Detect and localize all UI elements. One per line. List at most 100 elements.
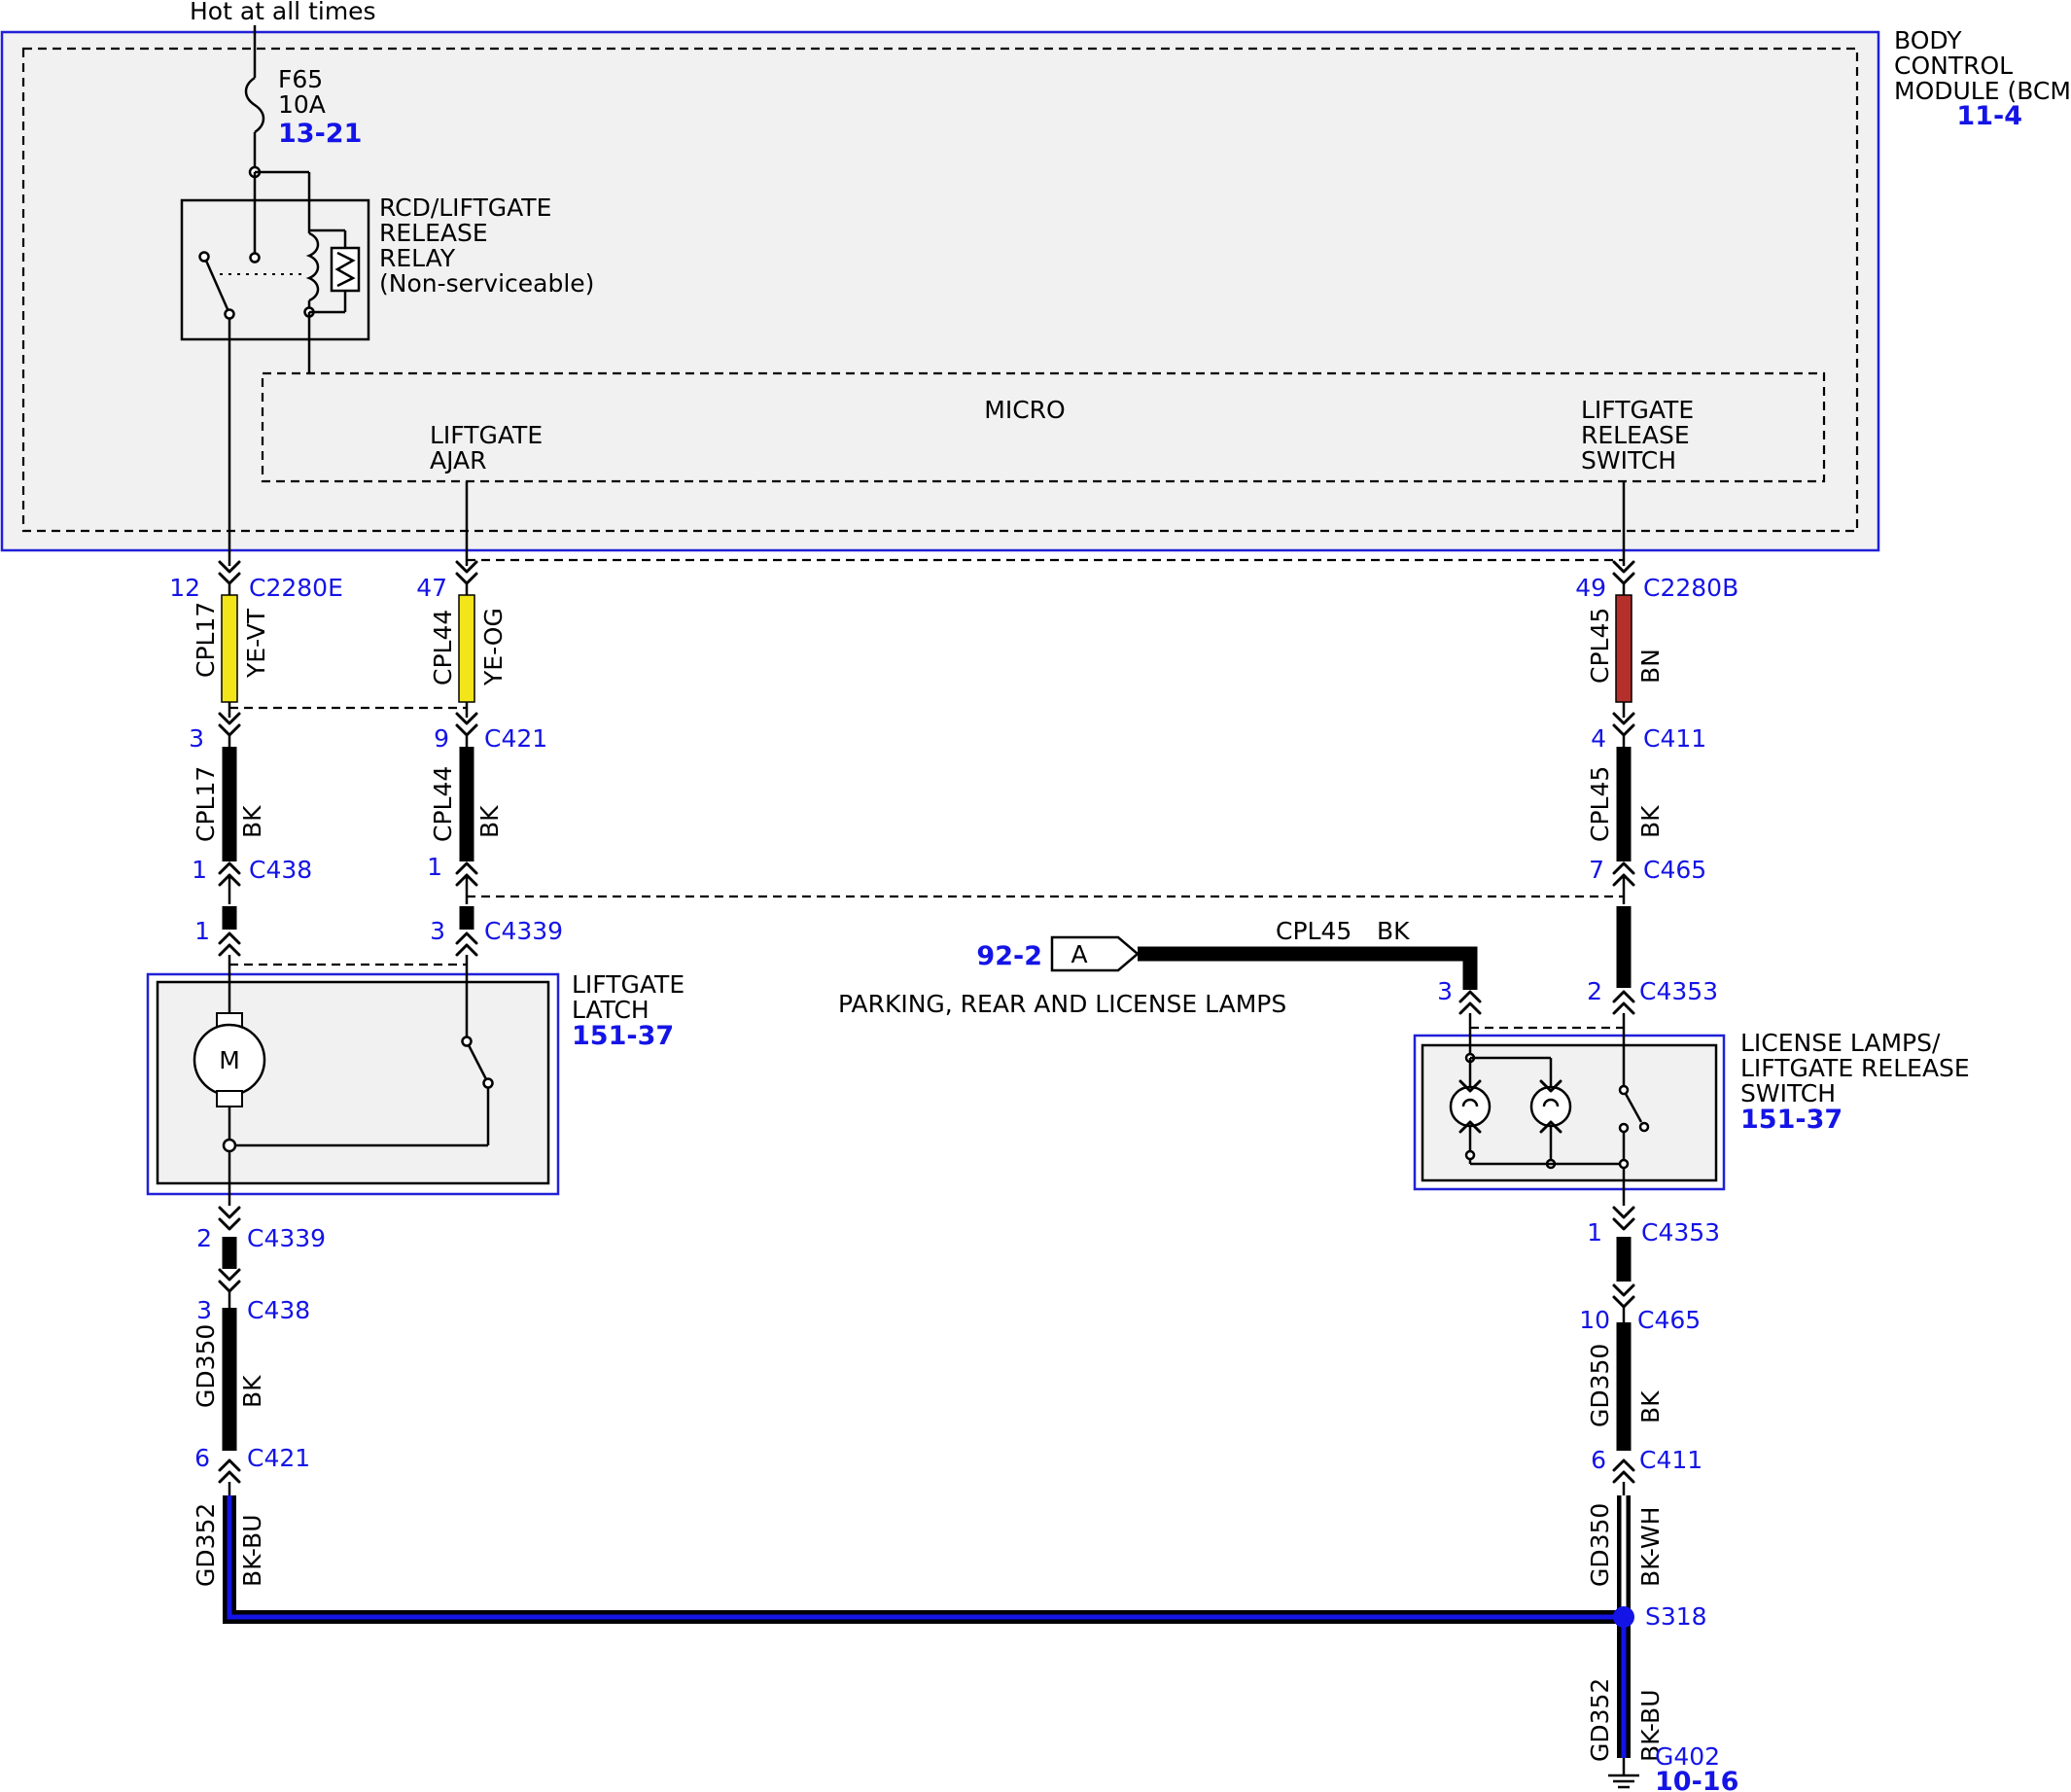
svg-text:LIFTGATE: LIFTGATE	[572, 970, 684, 999]
svg-text:MODULE (BCM): MODULE (BCM)	[1894, 77, 2071, 105]
svg-text:C2280B: C2280B	[1643, 574, 1738, 602]
connector-lamps-pin3[interactable]: 3	[1437, 977, 1482, 1015]
offpage-connector-a[interactable]: A	[1050, 935, 1140, 972]
svg-text:C411: C411	[1643, 724, 1706, 753]
svg-text:4: 4	[1591, 724, 1606, 753]
connector-c411-pin6[interactable]: 6 C411	[1591, 1446, 1702, 1484]
svg-text:13-21: 13-21	[278, 119, 362, 149]
svg-text:YE-OG: YE-OG	[479, 608, 508, 686]
svg-text:C4339: C4339	[484, 917, 563, 945]
svg-text:LIFTGATE RELEASE: LIFTGATE RELEASE	[1740, 1054, 1970, 1082]
splice-s318-label: S318	[1645, 1602, 1707, 1631]
svg-text:CPL17: CPL17	[192, 602, 220, 678]
svg-text:BK: BK	[1636, 805, 1665, 838]
svg-text:7: 7	[1589, 856, 1604, 884]
svg-text:49: 49	[1575, 574, 1606, 602]
svg-text:RELEASE: RELEASE	[1581, 421, 1690, 449]
connector-c2280b-pin49[interactable]: 49 C2280B	[1575, 560, 1738, 602]
svg-text:RELAY: RELAY	[379, 244, 456, 272]
connector-c421-pin9[interactable]: 9 C421	[434, 712, 547, 753]
svg-text:BK-BU: BK-BU	[1636, 1690, 1665, 1763]
svg-text:AJAR: AJAR	[430, 446, 487, 474]
svg-text:LATCH: LATCH	[572, 996, 649, 1024]
liftgate-latch-component[interactable]	[146, 955, 560, 1206]
connector-c4339-pin1[interactable]: 1	[194, 917, 241, 957]
svg-text:BK: BK	[1636, 1390, 1665, 1423]
svg-text:F65: F65	[278, 65, 323, 93]
license-lamps-switch-component[interactable]	[1413, 1013, 1726, 1206]
svg-text:C4339: C4339	[247, 1224, 326, 1252]
ground-g402-label: G402 10-16	[1655, 1742, 1738, 1792]
wire-cpl45-parking-lamps[interactable]	[1138, 946, 1478, 990]
svg-text:C4353: C4353	[1639, 977, 1718, 1005]
connector-c4353-pin1[interactable]: 1 C4353	[1587, 1206, 1720, 1247]
svg-text:CPL44: CPL44	[429, 766, 457, 842]
svg-text:11-4: 11-4	[1956, 101, 2022, 131]
svg-text:151-37: 151-37	[572, 1021, 674, 1051]
svg-text:BN: BN	[1636, 649, 1665, 684]
svg-text:BK: BK	[238, 1375, 266, 1408]
svg-text:SWITCH: SWITCH	[1740, 1079, 1836, 1107]
wire-cpl45-bn[interactable]	[1615, 583, 1632, 718]
micro-box[interactable]	[261, 371, 1826, 483]
svg-text:GD350: GD350	[192, 1324, 220, 1408]
svg-text:1: 1	[427, 853, 442, 881]
svg-text:BK: BK	[238, 805, 266, 838]
svg-text:1: 1	[1587, 1218, 1602, 1247]
svg-text:3: 3	[189, 724, 204, 753]
svg-text:C421: C421	[484, 724, 547, 753]
svg-text:MICRO: MICRO	[984, 396, 1065, 424]
svg-text:C421: C421	[247, 1444, 310, 1472]
connector-c465-pin7[interactable]: 7 C465	[1589, 856, 1706, 904]
svg-text:6: 6	[194, 1444, 210, 1472]
wire-cpl17-ye-vt[interactable]	[221, 583, 238, 718]
offpage-ref: 92-2	[976, 941, 1042, 971]
svg-text:CPL17: CPL17	[192, 766, 220, 842]
svg-text:C438: C438	[247, 1296, 310, 1324]
bcm-module[interactable]	[0, 30, 1880, 552]
svg-text:C465: C465	[1637, 1306, 1701, 1334]
svg-text:LICENSE LAMPS/: LICENSE LAMPS/	[1740, 1029, 1941, 1057]
svg-text:2: 2	[196, 1224, 212, 1252]
svg-text:C2280E: C2280E	[249, 574, 343, 602]
svg-text:10-16: 10-16	[1655, 1767, 1738, 1792]
svg-text:RCD/LIFTGATE: RCD/LIFTGATE	[379, 193, 551, 222]
svg-text:12: 12	[169, 574, 200, 602]
connector-c438-pin3[interactable]: 3 C438	[196, 1268, 310, 1324]
wire-gd352-bk-bu-left[interactable]	[223, 1482, 1624, 1624]
relay-symbol[interactable]	[180, 170, 370, 341]
power-label: Hot at all times	[190, 0, 376, 25]
svg-text:BK-WH: BK-WH	[1636, 1507, 1665, 1587]
ground-g402-symbol[interactable]	[1608, 1758, 1639, 1789]
svg-text:2: 2	[1587, 977, 1602, 1005]
svg-text:10: 10	[1579, 1306, 1610, 1334]
svg-text:10A: 10A	[278, 90, 326, 119]
fuse-f65-symbol[interactable]	[244, 76, 265, 134]
license-lamps-label: LICENSE LAMPS/ LIFTGATE RELEASE SWITCH 1…	[1740, 1029, 1970, 1135]
connector-c438-pin1-a[interactable]: 1 C438	[192, 856, 312, 904]
connector-c4353-pin2[interactable]: 2 C4353	[1587, 977, 1718, 1015]
wire-labels-bk: CPL17 BK CPL44 BK CPL45 BK	[192, 766, 1665, 842]
connector-c4339-pin3[interactable]: 3 C4339	[430, 917, 563, 957]
wire-cpl44-ye-og[interactable]	[458, 583, 475, 718]
connector-c465-pin10[interactable]: 10 C465	[1579, 1283, 1701, 1334]
svg-text:CPL45: CPL45	[1276, 917, 1351, 945]
bcm-label: BODY CONTROL MODULE (BCM) 11-4	[1894, 26, 2071, 131]
wire-labels-gd352-left: GD352 BK-BU	[192, 1503, 266, 1587]
svg-text:C411: C411	[1639, 1446, 1702, 1474]
svg-text:CPL44: CPL44	[429, 610, 457, 685]
svg-text:CPL45: CPL45	[1586, 608, 1614, 684]
splice-s318[interactable]	[1613, 1606, 1634, 1628]
connector-c421-pin6[interactable]: 6 C421	[194, 1444, 310, 1484]
svg-text:1: 1	[192, 856, 207, 884]
wire-labels-gd350-bkwh: GD350 BK-WH	[1586, 1503, 1665, 1587]
liftgate-latch-label: LIFTGATE LATCH 151-37	[572, 970, 684, 1051]
connector-c438-pin1-b[interactable]: 1	[427, 853, 478, 904]
connector-c2280e-pin12[interactable]: 12 C2280E	[169, 560, 343, 602]
connector-c2280e-pin47[interactable]: 47	[416, 560, 478, 602]
svg-text:BK: BK	[475, 805, 504, 838]
connector-c4339-pin2[interactable]: 2 C4339	[196, 1206, 326, 1252]
svg-text:CPL45: CPL45	[1586, 766, 1614, 842]
connector-c411-pin4[interactable]: 4 C411	[1591, 712, 1706, 753]
svg-text:GD350: GD350	[1586, 1503, 1614, 1587]
